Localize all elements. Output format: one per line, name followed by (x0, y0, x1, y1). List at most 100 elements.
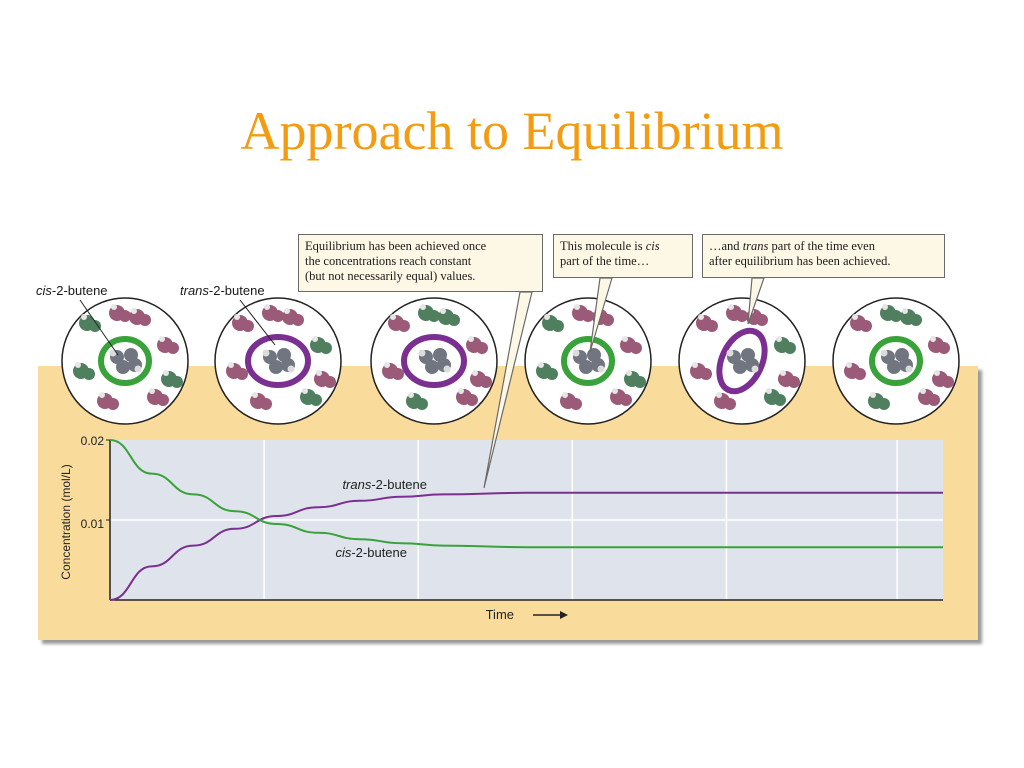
atom (440, 308, 446, 314)
atom (420, 304, 426, 310)
highlighted-atom (116, 360, 130, 374)
atom (878, 398, 890, 410)
highlighted-atom (880, 349, 888, 357)
pointers-layer (483, 277, 765, 489)
background-molecule (79, 314, 101, 332)
atom (538, 362, 544, 368)
atom (852, 314, 858, 320)
atom (316, 370, 322, 376)
atom (302, 388, 308, 394)
highlighted-atom (726, 349, 734, 357)
background-molecule (418, 304, 440, 322)
background-molecule (690, 362, 712, 380)
background-molecule (388, 314, 410, 332)
atom (846, 362, 852, 368)
label-pointer (79, 299, 119, 356)
highlighted-atom (418, 349, 426, 357)
background-molecule (129, 308, 151, 326)
x-axis-arrow (533, 611, 568, 619)
atom (692, 362, 698, 368)
callout-pointer (589, 277, 613, 353)
atom (468, 336, 474, 342)
atom (870, 392, 876, 398)
cis-molecule-label: cis-2-butene (36, 283, 108, 298)
atom (544, 314, 550, 320)
background-molecule (560, 392, 582, 410)
highlighted-atom (134, 365, 142, 373)
atom (942, 376, 954, 388)
atom (570, 398, 582, 410)
background-molecule (624, 370, 646, 388)
background-molecule (536, 362, 558, 380)
highlighted-atom (887, 360, 901, 374)
background-molecule (764, 388, 786, 406)
grid-layer (106, 439, 943, 601)
highlighted-atom (262, 349, 270, 357)
atom (756, 314, 768, 326)
atom (546, 368, 558, 380)
series-line-trans (109, 491, 943, 601)
background-molecule (774, 336, 796, 354)
atom (260, 398, 272, 410)
atom (780, 370, 786, 376)
atom (448, 314, 460, 326)
background-molecule (282, 308, 304, 326)
background-molecule (778, 370, 800, 388)
atom (75, 362, 81, 368)
highlighted-atom (733, 360, 747, 374)
snapshot-circle (832, 297, 960, 425)
background-molecule (109, 304, 131, 322)
atom (582, 310, 594, 322)
page-title: Approach to Equilibrium (240, 101, 784, 161)
x-axis-label: Time (486, 607, 514, 622)
series-label-trans: trans-2-butene (342, 477, 427, 492)
background-molecule (161, 370, 183, 388)
atom (272, 310, 284, 322)
atom (234, 314, 240, 320)
snapshot-circle (61, 297, 189, 425)
background-molecule (726, 304, 748, 322)
background-molecule (932, 370, 954, 388)
atom (228, 362, 234, 368)
atom (171, 376, 183, 388)
atom (860, 320, 872, 332)
background-molecule (406, 392, 428, 410)
atom (620, 394, 632, 406)
background-molecule (542, 314, 564, 332)
atom (264, 304, 270, 310)
background-molecule (714, 392, 736, 410)
highlighted-atom (443, 365, 451, 373)
snapshots-layer (61, 297, 960, 425)
atom (81, 314, 87, 320)
highlighted-atom (751, 365, 759, 373)
atom (938, 342, 950, 354)
atom (408, 392, 414, 398)
background-molecule (147, 388, 169, 406)
callout-equilibrium-line: the concentrations reach constant (305, 254, 472, 268)
atom (902, 308, 908, 314)
atom (111, 304, 117, 310)
background-molecule (300, 388, 322, 406)
atom (252, 392, 258, 398)
atom (107, 398, 119, 410)
atom (630, 342, 642, 354)
callout-trans-line1: …and trans part of the time even (709, 239, 875, 253)
trans-label-suffix: -2-butene (208, 283, 265, 298)
atom (920, 388, 926, 394)
atom (163, 370, 169, 376)
background-molecule (900, 308, 922, 326)
highlighted-atom (579, 360, 593, 374)
y-tick-label: 0.02 (81, 434, 105, 448)
atom (930, 336, 936, 342)
atom (766, 388, 772, 394)
snapshot-circle (678, 297, 806, 425)
atom (428, 310, 440, 322)
background-molecule (844, 362, 866, 380)
cis-label-suffix: -2-butene (51, 283, 108, 298)
highlighted-atom (905, 365, 913, 373)
background-molecule (314, 370, 336, 388)
atom (99, 392, 105, 398)
background-molecule (382, 362, 404, 380)
atom (700, 368, 712, 380)
background-molecule (73, 362, 95, 380)
